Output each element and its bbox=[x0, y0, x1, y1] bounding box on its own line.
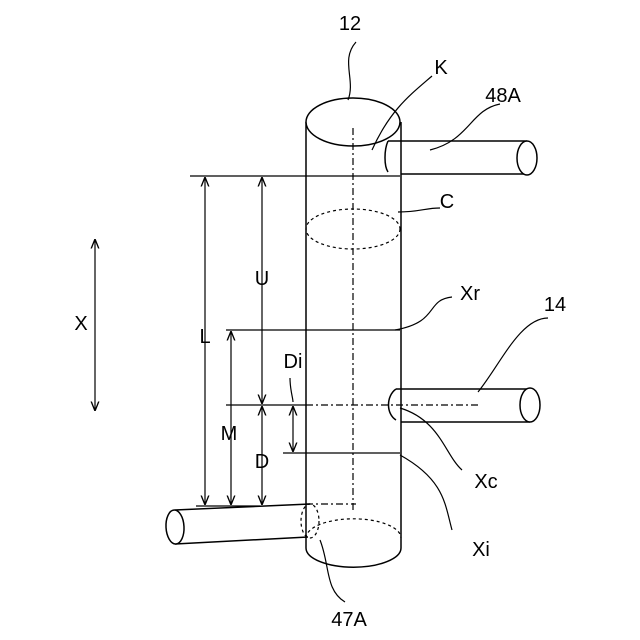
upper-port-root bbox=[385, 141, 388, 172]
leader-14 bbox=[478, 318, 548, 392]
side-port-end bbox=[520, 388, 540, 422]
label-14: 14 bbox=[544, 294, 566, 316]
lower-port-opening bbox=[301, 504, 319, 538]
label-48a: 48A bbox=[485, 85, 521, 107]
leader-47a bbox=[320, 540, 345, 602]
label-c: C bbox=[440, 191, 454, 213]
leader-di bbox=[290, 378, 293, 402]
lower-port-top-line bbox=[175, 504, 310, 510]
label-u: U bbox=[255, 268, 269, 290]
cylinder-bottom-arc bbox=[306, 548, 401, 567]
label-12: 12 bbox=[339, 13, 361, 35]
upper-port-48a bbox=[385, 141, 537, 175]
label-xi: Xi bbox=[472, 539, 490, 561]
label-xc: Xc bbox=[474, 471, 497, 493]
label-di: Di bbox=[284, 351, 303, 373]
label-xr: Xr bbox=[460, 283, 480, 305]
leader-c bbox=[398, 208, 440, 212]
label-d: D bbox=[255, 451, 269, 473]
lower-port-47a bbox=[165, 504, 319, 544]
cylinder-bottom-hidden-arc bbox=[306, 519, 401, 538]
leader-12 bbox=[348, 42, 356, 100]
label-k: K bbox=[434, 57, 448, 79]
leader-xi bbox=[400, 455, 452, 530]
label-47a: 47A bbox=[331, 609, 367, 631]
leader-xr bbox=[395, 297, 452, 330]
lower-port-end bbox=[165, 510, 185, 545]
lower-port-bottom-line bbox=[175, 537, 308, 544]
leader-48a bbox=[430, 104, 500, 150]
upper-port-end bbox=[517, 141, 537, 175]
label-x: X bbox=[74, 313, 87, 335]
label-l: L bbox=[199, 326, 210, 348]
label-m: M bbox=[221, 423, 238, 445]
